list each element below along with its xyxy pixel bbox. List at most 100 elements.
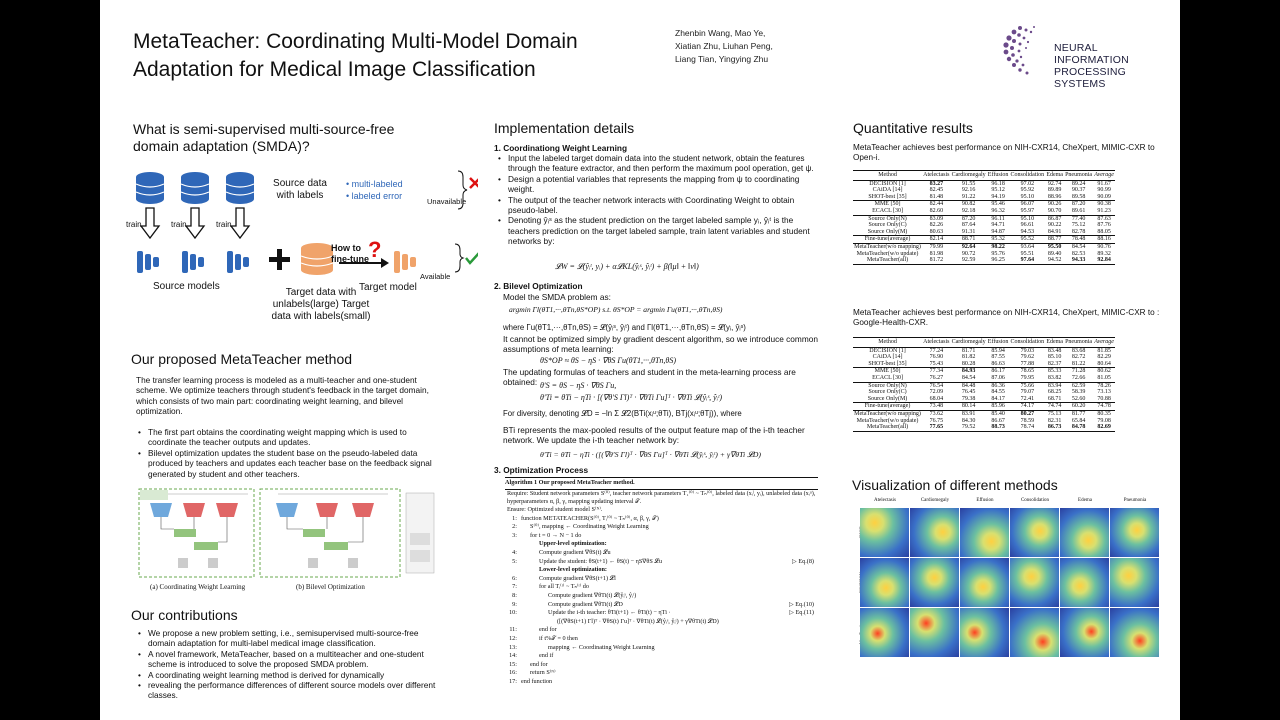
value-cell: 91.31 xyxy=(961,228,976,235)
line-number: 3: xyxy=(512,531,517,539)
algorithm-box: Algorithm 1 Our proposed MetaTeacher met… xyxy=(505,477,818,717)
value-cell: 85.96 xyxy=(986,402,1010,411)
heatmap-cell xyxy=(960,608,1009,657)
value-cell: 84.54 xyxy=(1064,242,1094,251)
value-cell: 89.40 xyxy=(1047,250,1062,257)
value-cell: 60.20 xyxy=(1064,402,1094,411)
heatmap-cell xyxy=(1060,558,1109,607)
value-cell: 95.32 xyxy=(986,235,1010,244)
value-cell: 90.38 xyxy=(1093,200,1115,208)
value-cell: 82.53 xyxy=(1071,250,1086,257)
algorithm-ensure: Ensure: Optimized student model S⁽ᴺ⁾. xyxy=(507,506,603,513)
value-cell: 95.92 xyxy=(1020,187,1035,194)
line-number: 6: xyxy=(512,574,517,582)
value-cell: 77.24 xyxy=(929,347,944,354)
value-cell: 80.14 xyxy=(950,402,987,411)
heatmap-cell xyxy=(1010,508,1059,557)
heatmap-cell xyxy=(1060,608,1109,657)
value-cell: 82.78 xyxy=(1071,228,1086,235)
value-cell: 79.62 xyxy=(1020,354,1035,361)
value-cell: 95.52 xyxy=(1009,235,1046,244)
value-cell: 68.25 xyxy=(1047,389,1062,396)
value-cell: 83.27 xyxy=(929,180,944,187)
list-item: A coordinating weight learning method is… xyxy=(136,670,436,681)
value-cell: 90.72 xyxy=(961,250,976,257)
value-cell: 96.61 xyxy=(1020,222,1035,229)
value-cell: 92.64 xyxy=(950,242,987,251)
value-cell: 76.54 xyxy=(922,381,951,390)
value-cell: 87.76 xyxy=(1097,222,1111,229)
algorithm-line: 4:Compute gradient ∇θS(t) 𝓛u xyxy=(505,549,818,558)
value-cell: 82.72 xyxy=(1071,354,1086,361)
viz-column-label: Pneumonia xyxy=(1123,498,1147,503)
value-cell: 94.52 xyxy=(1047,257,1062,264)
value-cell: 81.82 xyxy=(961,354,976,361)
heatmap-cell xyxy=(910,558,959,607)
line-number: 1: xyxy=(512,514,517,522)
value-cell: 89.61 xyxy=(1071,207,1086,214)
author-line: Zhenbin Wang, Mao Ye, xyxy=(675,28,766,38)
line-number: 15: xyxy=(509,660,517,668)
value-cell: 96.07 xyxy=(1009,200,1046,208)
value-cell: 78.26 xyxy=(1093,381,1115,390)
labeled-error-label: • labeled error xyxy=(346,191,403,201)
viz-column-label: Effusion xyxy=(976,498,994,503)
list-item: Design a potential variables that repres… xyxy=(496,174,818,195)
line-ref: ▷ Eq.(10) xyxy=(788,600,814,608)
algorithm-line: Upper-level optimization: xyxy=(505,540,818,549)
value-cell: 80.27 xyxy=(1009,409,1046,418)
value-cell: 78.74 xyxy=(1020,424,1035,431)
value-cell: 82.31 xyxy=(1047,417,1062,424)
value-cell: 89.58 xyxy=(1071,193,1086,200)
update-text: The updating formulas of teachers and st… xyxy=(503,367,796,388)
algorithm-title: Algorithm 1 Our proposed MetaTeacher met… xyxy=(505,477,818,490)
impl-heading: Implementation details xyxy=(494,120,635,136)
value-cell: 84.55 xyxy=(991,389,1005,396)
value-cell: 94.71 xyxy=(991,222,1005,229)
value-cell: 95.76 xyxy=(991,250,1005,257)
column-header: Consolidation xyxy=(1009,337,1046,348)
line-text: for t = 0 → N − 1 do xyxy=(530,531,582,539)
value-cell: 74.78 xyxy=(1093,402,1115,411)
algorithm-line: 13:mapping ← Coordinating Weight Learnin… xyxy=(505,644,818,653)
algorithm-line: 8:Compute gradient ∇θTi(t) 𝓛(ŷᵢˢ, ŷᵢᵗ) xyxy=(505,592,818,601)
cross-icon xyxy=(469,177,478,189)
contrib-heading: Our contributions xyxy=(131,607,238,623)
heatmap-cell xyxy=(910,608,959,657)
value-cell: 92.18 xyxy=(961,207,976,214)
line-number: 14: xyxy=(509,652,517,660)
value-cell: 77.65 xyxy=(929,424,944,431)
smda-figure: ? xyxy=(135,170,478,275)
table1-caption: MetaTeacher achieves best performance on… xyxy=(853,143,1155,163)
author-line: Liang Tian, Yingying Zhu xyxy=(675,54,769,64)
value-cell: 95.50 xyxy=(1045,242,1065,251)
source-models-label: Source models xyxy=(153,281,220,292)
column-header: Edema xyxy=(1045,337,1065,348)
value-cell: 81.98 xyxy=(929,250,944,257)
algorithm-line: 3: for t = 0 → N − 1 do xyxy=(505,532,818,541)
line-number: 10: xyxy=(509,609,517,617)
target-data-label: Target data with unlabels(large) Target … xyxy=(271,287,371,322)
value-cell: 90.37 xyxy=(1071,187,1086,194)
list-item: A novel framework, MetaTeacher, based on… xyxy=(136,649,436,670)
line-number: 4: xyxy=(512,548,517,556)
value-cell: 97.02 xyxy=(1020,180,1035,187)
line-text: Upper-level optimization: xyxy=(539,540,607,548)
value-cell: 95.51 xyxy=(1020,250,1035,257)
value-cell: 71.28 xyxy=(1064,367,1094,375)
line-ref: ▷ Eq.(11) xyxy=(789,609,814,617)
value-cell: 87.06 xyxy=(991,374,1005,381)
value-cell: 79.99 xyxy=(922,242,951,251)
value-cell: 84.48 xyxy=(950,381,987,390)
caption-a: (a) Coordinating Weight Learning xyxy=(150,583,246,591)
